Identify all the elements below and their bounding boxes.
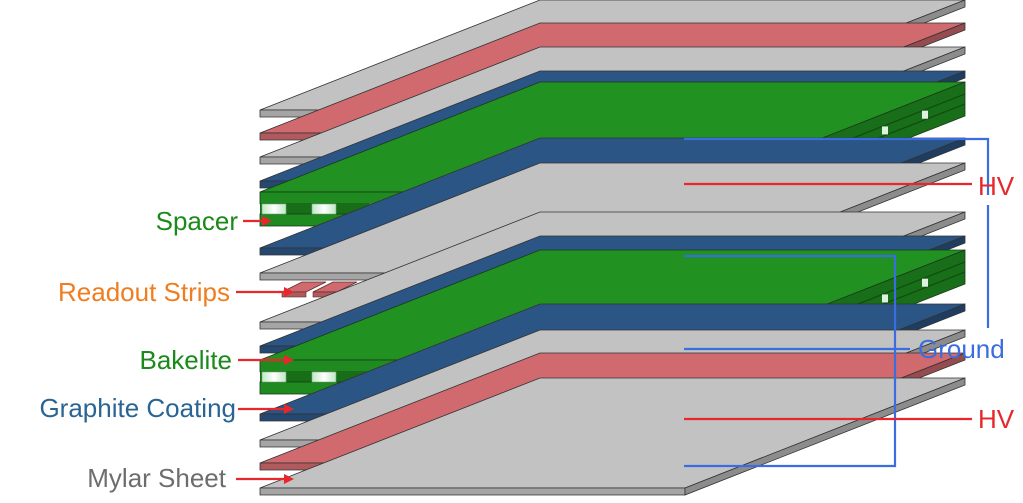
gas-gap-bottom-spacer [311, 371, 337, 383]
gas-gap-bottom-side-spacer [882, 294, 888, 303]
mylar-sheet-arrow [236, 474, 294, 484]
readout-strips-label: Readout Strips [58, 277, 230, 307]
gas-gap-top-spacer [261, 203, 287, 215]
mylar-sheet-arrow-head [284, 474, 294, 484]
layer-stack [259, 0, 966, 496]
gas-gap-bottom-side-spacer [922, 278, 928, 287]
hv-bottom-label: HV [978, 404, 1015, 434]
bakelite-arrow [238, 355, 294, 365]
hv-top-label: HV [978, 171, 1015, 201]
graphite-coating-label: Graphite Coating [39, 393, 236, 423]
bakelite-label: Bakelite [140, 345, 233, 375]
readout-strips-arrow-head [284, 287, 294, 297]
readout-strips-arrow [236, 287, 294, 297]
connection-wires [684, 137, 990, 468]
spacer-arrow-head [262, 216, 272, 226]
spacer-arrow [243, 216, 272, 226]
spacer-label: Spacer [156, 206, 239, 236]
bakelite-arrow-head [284, 355, 294, 365]
label-arrows [236, 216, 294, 484]
mylar-sheet-6-front [259, 487, 686, 496]
graphite-coating-arrow-head [284, 404, 294, 414]
text-labels: Spacer Readout Strips Bakelite Graphite … [39, 171, 1014, 493]
gas-gap-bottom-spacer [261, 371, 287, 383]
gas-gap-top-spacer [311, 203, 337, 215]
ground-wire-inner [684, 254, 897, 468]
graphite-coating-arrow [238, 404, 294, 414]
gas-gap-top-side-spacer [882, 126, 888, 135]
mylar-sheet-label: Mylar Sheet [87, 463, 226, 493]
ground-wire-top [684, 137, 990, 195]
ground-label: Ground [918, 334, 1005, 364]
gas-gap-top-side-spacer [922, 110, 928, 119]
